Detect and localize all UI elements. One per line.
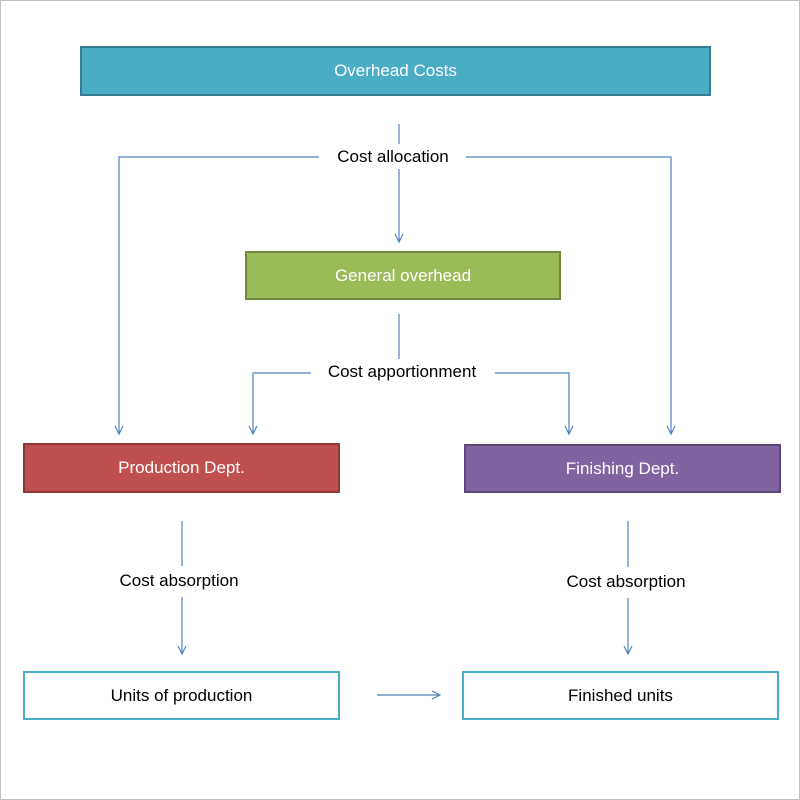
production-dept-box: Production Dept. (23, 443, 340, 493)
finishing-dept-label: Finishing Dept. (565, 458, 680, 478)
connector-allocation-to-production (119, 156, 319, 434)
cost-absorption-left-label: Cost absorption (113, 570, 245, 592)
cost-absorption-right-label: Cost absorption (560, 571, 692, 593)
units-of-production-box: Units of production (23, 671, 340, 720)
production-dept-label: Production Dept. (118, 458, 245, 477)
connector-allocation-to-finishing (466, 156, 671, 434)
general-overhead-box: General overhead (245, 251, 561, 300)
finished-units-box: Finished units (462, 671, 779, 720)
cost-apportionment-label: Cost apportionment (321, 361, 483, 383)
units-of-production-label: Units of production (110, 685, 253, 705)
finished-units-label: Finished units (568, 685, 673, 705)
overhead-costs-box: Overhead Costs (80, 46, 711, 96)
cost-allocation-label: Cost allocation (331, 146, 455, 168)
connector-apportionment-to-finishing (495, 372, 569, 434)
overhead-costs-label: Overhead Costs (334, 61, 457, 80)
connector-apportionment-to-production (253, 372, 311, 434)
general-overhead-label: General overhead (334, 265, 472, 285)
finishing-dept-box: Finishing Dept. (464, 444, 781, 493)
